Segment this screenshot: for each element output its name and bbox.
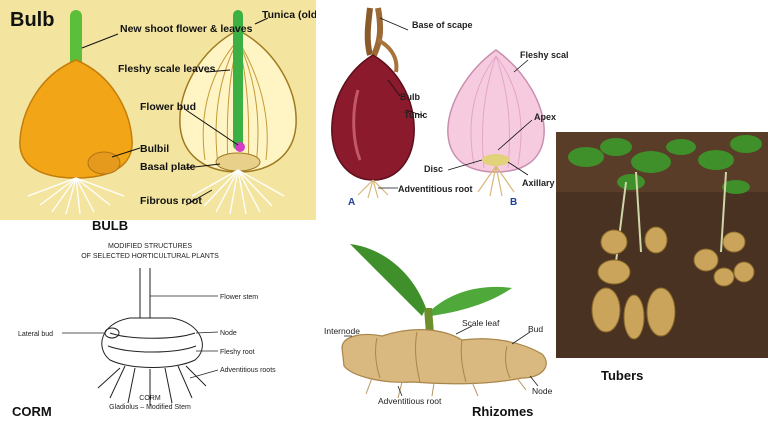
label-fleshy-scale-leaves: Fleshy scale leaves	[118, 63, 216, 75]
label-flower-bud: Flower bud	[140, 101, 196, 113]
onion-b-roots	[477, 165, 515, 197]
label-disc: Disc	[424, 164, 443, 174]
rhizome-nodes	[375, 331, 511, 383]
label-rhizome-node: Node	[532, 386, 553, 396]
new-shoot-shape	[70, 10, 82, 70]
corm-leader-lines	[62, 295, 219, 379]
label-adventitious-roots: Adventitious roots	[220, 367, 276, 374]
rhizome-leaf-2	[430, 286, 512, 316]
rhizome-illustration: Internode Scale leaf Bud Node Adventitio…	[324, 244, 553, 406]
corm-line-drawing	[97, 268, 207, 406]
basal-plate-shape	[215, 152, 261, 172]
corm-figure-caption-2: Gladiolus – Modified Stem	[109, 404, 191, 411]
rhizome-panel: Internode Scale leaf Bud Node Adventitio…	[322, 236, 562, 408]
bulb-caption: BULB	[92, 218, 129, 233]
right-fibrous-roots	[191, 169, 285, 215]
potato-plant-leaves	[568, 135, 762, 194]
tuber-caption: Tubers	[601, 368, 644, 383]
corm-illustration: MODIFIED STRUCTURES OF SELECTED HORTICUL…	[18, 243, 276, 411]
label-fleshy-root: Fleshy root	[220, 349, 255, 356]
potato-tubers	[591, 226, 755, 340]
label-onion-bulb: Bulb	[400, 92, 420, 102]
corm-heading-2: OF SELECTED HORTICULTURAL PLANTS	[81, 253, 219, 260]
corm-heading-1: MODIFIED STRUCTURES	[108, 243, 192, 250]
label-bulbil: Bulbil	[140, 143, 169, 155]
label-axillary-bud: Axillary bud	[522, 178, 568, 188]
label-tunic: Tunic	[404, 110, 427, 120]
rhizome-leaf-1	[350, 244, 426, 316]
label-tunica: Tunica (old leaves)	[262, 9, 316, 21]
onion-illustration: Base of scape Fleshy scale leaf Bulb Tun…	[331, 7, 593, 208]
disc-shape	[482, 154, 510, 166]
label-node: Node	[220, 330, 237, 337]
label-rhizome-adventitious-root: Adventitious root	[378, 396, 442, 406]
letter-b: B	[510, 197, 517, 208]
tuber-panel	[556, 132, 768, 358]
red-onion-shape	[331, 54, 415, 181]
bulb-illustration: Bulb New shoot flower & leaves Tunica (o…	[0, 0, 356, 220]
corm-caption: CORM	[12, 404, 52, 419]
letter-a: A	[348, 197, 355, 208]
rhizome-caption: Rhizomes	[472, 404, 534, 419]
bulb-panel: Bulb New shoot flower & leaves Tunica (o…	[0, 0, 356, 220]
onion-leader-lines	[378, 17, 533, 189]
corm-figure-caption-1: CORM	[139, 395, 161, 402]
label-fleshy-scale-leaf: Fleshy scale leaf	[520, 50, 568, 60]
label-scale-leaf: Scale leaf	[462, 318, 500, 328]
onion-panel: Base of scape Fleshy scale leaf Bulb Tun…	[318, 0, 593, 215]
label-adventitious-root: Adventitious root	[398, 184, 473, 194]
pink-scale-lines	[470, 55, 522, 169]
label-internode: Internode	[324, 326, 360, 336]
onion-a-roots	[357, 179, 389, 199]
scape-shape	[364, 7, 373, 56]
label-new-shoot: New shoot flower & leaves	[120, 23, 253, 35]
label-fibrous-root: Fibrous root	[140, 195, 202, 207]
pink-onion-shape	[447, 49, 545, 173]
left-fibrous-roots	[27, 177, 125, 215]
corm-panel: MODIFIED STRUCTURES OF SELECTED HORTICUL…	[0, 238, 316, 433]
cut-bulb-shoot-shape	[233, 10, 243, 150]
rhizome-leader-lines	[344, 325, 539, 397]
label-flower-stem: Flower stem	[220, 294, 258, 301]
tuber-photo	[556, 132, 768, 358]
label-basal-plate: Basal plate	[140, 161, 196, 173]
label-base-of-scape: Base of scape	[412, 20, 473, 30]
label-bud: Bud	[528, 324, 543, 334]
label-lateral-bud: Lateral bud	[18, 331, 53, 338]
bulb-title: Bulb	[10, 9, 54, 31]
label-apex: Apex	[534, 112, 556, 122]
bulb-leader-lines	[81, 17, 269, 206]
bulbil-shape	[87, 151, 121, 175]
rhizome-body-shape	[341, 329, 547, 385]
